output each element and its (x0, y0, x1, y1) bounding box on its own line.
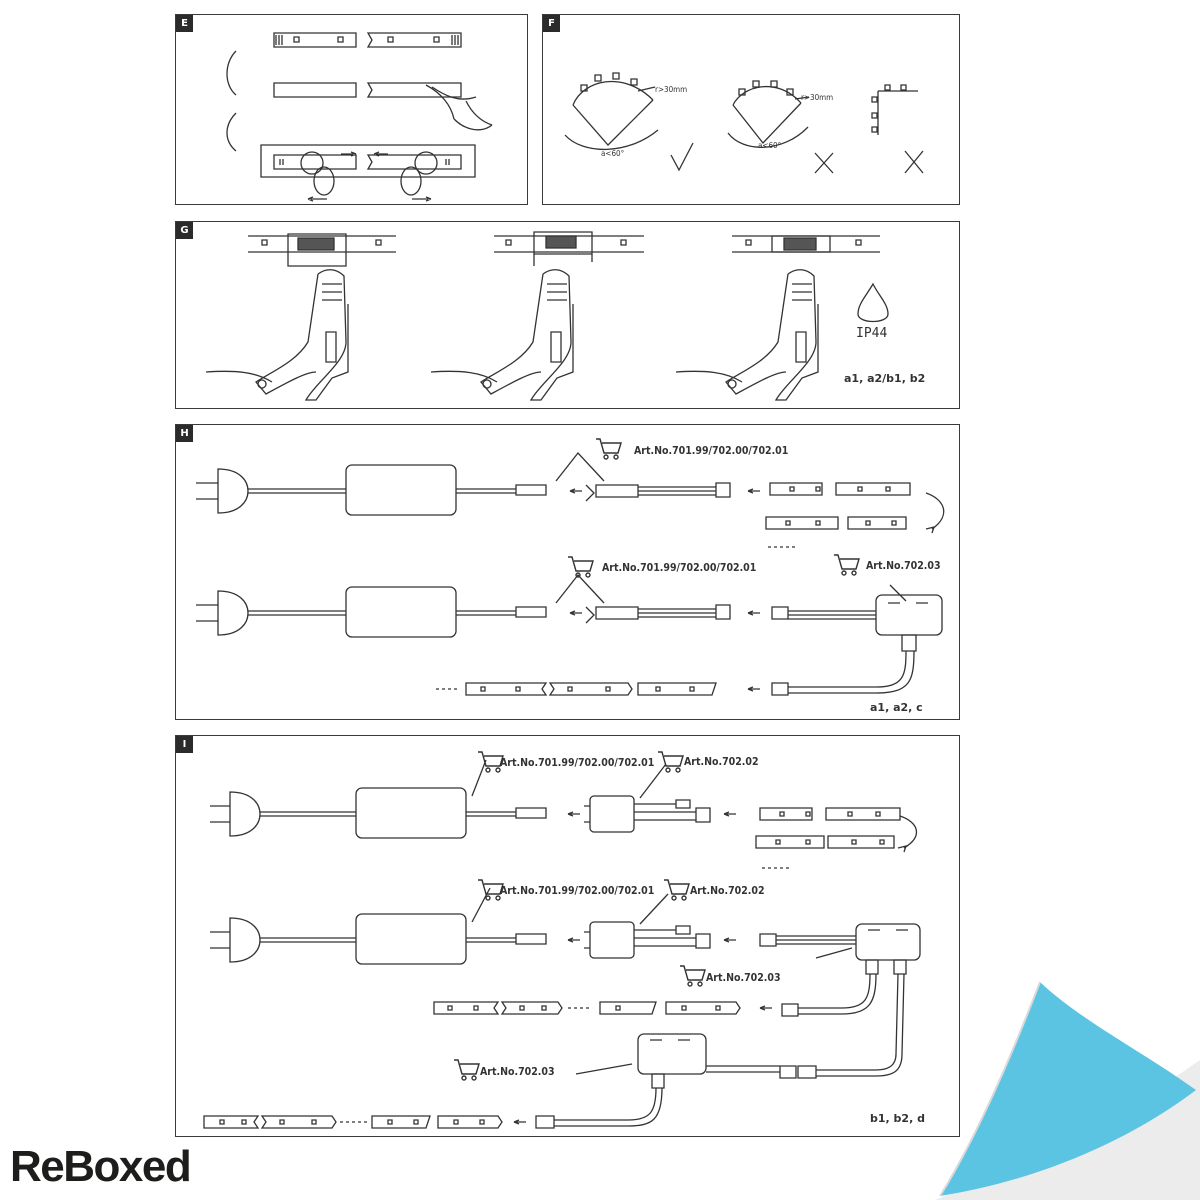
angle-label-bad: a<60° (758, 141, 782, 150)
panel-g: G (175, 221, 960, 409)
cart-icons (568, 439, 859, 577)
panel-g-illustration (176, 222, 961, 410)
article-number: Art.No.702.03 (480, 1066, 555, 1078)
radius-label-good: r>30mm (655, 85, 688, 94)
panel-h: H (175, 424, 960, 720)
brand-logo: ReBoxed (10, 1142, 192, 1191)
article-number: Art.No.702.03 (866, 560, 941, 572)
article-number: Art.No.702.02 (690, 885, 765, 897)
panel-label: G (176, 222, 193, 239)
water-drop-icon (858, 284, 888, 322)
radius-label-bad: r>30mm (801, 93, 834, 102)
article-number: Art.No.701.99/702.00/702.01 (500, 757, 655, 769)
panel-i-illustration (176, 736, 961, 1138)
article-number: Art.No.702.03 (706, 972, 781, 984)
ip-rating: IP44 (856, 326, 888, 341)
article-number: Art.No.701.99/702.00/702.01 (602, 562, 757, 574)
variant-codes: a1, a2, c (870, 701, 923, 714)
article-number: Art.No.701.99/702.00/702.01 (500, 885, 655, 897)
panel-f-illustration (543, 15, 961, 206)
variant-codes: a1, a2/b1, b2 (844, 372, 926, 385)
article-number: Art.No.702.02 (684, 756, 759, 768)
panel-label: F (543, 15, 560, 32)
cart-icons (454, 752, 705, 1080)
angle-label-good: a<60° (601, 149, 625, 158)
panel-i: I (175, 735, 960, 1137)
panel-f: F r>30mm a<60° r>30mm a<60° (542, 14, 960, 205)
panel-e-illustration (176, 15, 529, 206)
panel-h-illustration (176, 425, 961, 721)
panel-label: I (176, 736, 193, 753)
variant-codes: b1, b2, d (870, 1112, 925, 1125)
panel-label: E (176, 15, 193, 32)
panel-label: H (176, 425, 193, 442)
article-number: Art.No.701.99/702.00/702.01 (634, 445, 789, 457)
panel-e: E (175, 14, 528, 205)
